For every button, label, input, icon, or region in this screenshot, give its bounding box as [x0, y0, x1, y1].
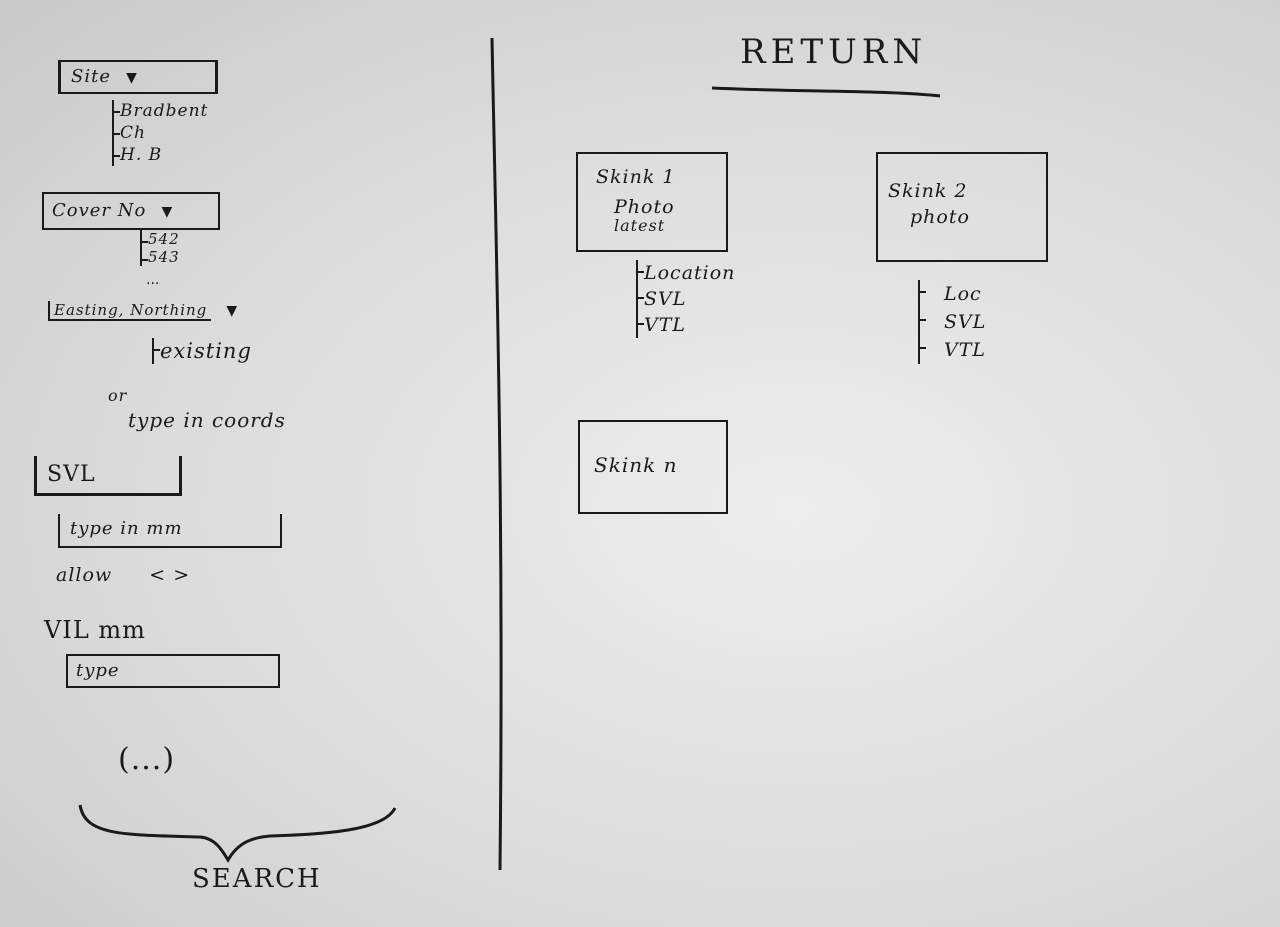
site-option[interactable]: Bradbent	[113, 101, 209, 121]
vil-input[interactable]: type	[66, 654, 280, 688]
panel-divider	[490, 37, 503, 871]
return-underline	[711, 86, 941, 98]
svl-label: SVL	[34, 456, 182, 496]
cover-no-label: Cover No	[52, 200, 147, 221]
triangle-down-icon: ▼	[161, 204, 173, 220]
curly-brace-icon	[78, 804, 397, 863]
site-options: Bradbent Ch H. B	[112, 100, 208, 166]
search-button[interactable]: SEARCH	[192, 864, 322, 894]
skink-card-photo: photo	[910, 206, 970, 228]
easting-northing-dropdown[interactable]: Easting, Northing ▼	[48, 300, 276, 328]
cover-no-option[interactable]: 542	[142, 230, 180, 248]
site-dropdown[interactable]: Site ▼	[58, 60, 218, 94]
svl-allow-symbols: < >	[149, 564, 191, 586]
site-label: Site	[71, 66, 111, 87]
return-title: RETURN	[740, 32, 928, 72]
easting-northing-options: existing	[152, 338, 252, 364]
skink-card-1-details: Location SVL VTL	[636, 260, 735, 338]
more-fields-ellipsis: (...)	[118, 742, 176, 777]
cover-no-options: 542 543	[140, 230, 180, 266]
skink-card-2[interactable]: Skink 2 photo	[876, 152, 1048, 262]
detail-item: VTL	[637, 312, 735, 338]
triangle-down-icon: ▼	[126, 70, 137, 86]
skink-card-n[interactable]: Skink n	[578, 420, 728, 514]
svl-allow: allow < >	[56, 564, 190, 586]
or-text: or	[108, 386, 128, 405]
cover-no-option[interactable]: 543	[142, 248, 180, 266]
skink-card-2-details: Loc SVL VTL	[918, 280, 986, 364]
site-option[interactable]: H. B	[113, 144, 208, 166]
skink-card-title: Skink n	[594, 453, 678, 477]
skink-card-photo: Photo	[614, 196, 675, 218]
triangle-down-icon: ▼	[226, 303, 238, 319]
cover-no-more: ...	[146, 272, 160, 288]
skink-card-title: Skink 2	[888, 180, 968, 202]
vil-label: VIL mm	[44, 616, 146, 644]
detail-item: VTL	[919, 336, 986, 364]
svl-allow-text: allow	[56, 564, 113, 586]
skink-card-photo-latest: latest	[614, 216, 666, 235]
detail-item: SVL	[637, 286, 735, 312]
detail-item: Loc	[919, 280, 986, 308]
type-in-coords-option[interactable]: type in coords	[128, 408, 286, 432]
easting-northing-option[interactable]: existing	[154, 339, 252, 363]
detail-item: Location	[637, 262, 736, 284]
svl-input[interactable]: type in mm	[58, 514, 282, 548]
detail-item: SVL	[919, 308, 986, 336]
skink-card-1[interactable]: Skink 1 Photo latest	[576, 152, 728, 252]
easting-northing-label: Easting, Northing	[48, 301, 212, 321]
skink-card-title: Skink 1	[596, 166, 676, 188]
cover-no-dropdown[interactable]: Cover No ▼	[42, 192, 220, 230]
site-option[interactable]: Ch	[113, 122, 208, 144]
